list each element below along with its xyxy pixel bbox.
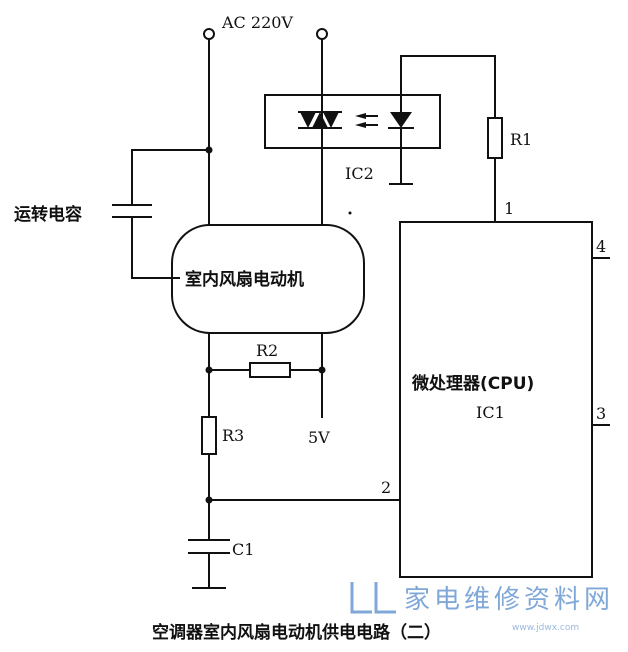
watermark-url: www.jdwx.com	[512, 623, 579, 633]
cpu-ref-label: IC1	[476, 403, 505, 422]
cpu-ic1: 微处理器(CPU) IC1 1 2 3 4	[381, 199, 610, 578]
run-capacitor: 运转电容	[14, 149, 209, 279]
resistor-r1: R1	[487, 117, 532, 222]
cpu-label: 微处理器(CPU)	[411, 373, 534, 394]
left-ac-line	[205, 39, 213, 225]
c1-label: C1	[232, 540, 254, 559]
led-leads	[389, 55, 496, 185]
r2-label: R2	[256, 341, 278, 360]
r3-label: R3	[222, 426, 244, 445]
pin-3-label: 3	[596, 404, 606, 423]
pin-2-label: 2	[381, 478, 391, 497]
fan-motor: 室内风扇电动机	[171, 224, 365, 334]
lower-network: R2 5V R3 C1	[188, 333, 400, 589]
r1-label: R1	[510, 130, 532, 149]
watermark: 家电维修资料网 www.jdwx.com	[350, 582, 614, 633]
figure-caption: 空调器室内风扇电动机供电电路（二）	[152, 622, 441, 643]
ac-terminals: AC 220V	[203, 13, 328, 40]
capacitor-label: 运转电容	[14, 204, 82, 225]
pin-1-label: 1	[504, 199, 514, 218]
vcc-label: 5V	[308, 428, 330, 447]
pin-4-label: 4	[596, 237, 606, 256]
watermark-logo-icon	[350, 582, 396, 614]
optocoupler-ic2: IC2	[264, 94, 441, 183]
motor-label: 室内风扇电动机	[185, 269, 304, 290]
watermark-text: 家电维修资料网	[404, 585, 614, 615]
supply-label: AC 220V	[221, 13, 293, 32]
ic2-label: IC2	[345, 164, 374, 183]
stray-dot	[348, 211, 352, 215]
